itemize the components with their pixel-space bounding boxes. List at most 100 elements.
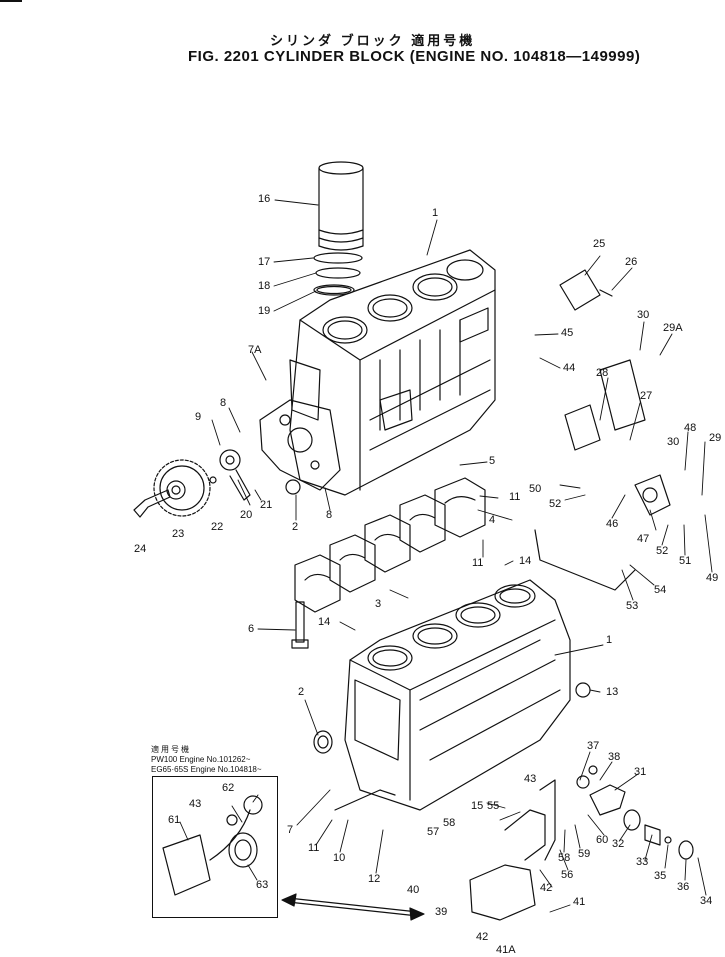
callout: 4 xyxy=(489,514,496,526)
callout: 20 xyxy=(240,509,253,521)
callout: 41 xyxy=(573,896,586,908)
callout: 58 xyxy=(443,817,456,829)
callout: 25 xyxy=(593,238,606,250)
inset-frame xyxy=(152,776,278,918)
callout: 13 xyxy=(606,686,619,698)
callout: 3 xyxy=(375,598,382,610)
dipstick-tube xyxy=(334,789,396,811)
corner-mark xyxy=(0,0,22,2)
cylinder-liner xyxy=(318,161,364,251)
drain-plugs xyxy=(623,809,694,860)
callout: 27 xyxy=(640,390,653,402)
callout: 63 xyxy=(256,879,269,891)
callout: 14 xyxy=(519,555,532,567)
oil-seal xyxy=(313,730,333,754)
callout: 24 xyxy=(134,543,147,555)
callout: 31 xyxy=(634,766,647,778)
callout: 8 xyxy=(326,509,333,521)
callout: 9 xyxy=(195,411,202,423)
callout: 62 xyxy=(222,782,235,794)
callout: 38 xyxy=(608,751,621,763)
japanese-title: シリンダ ブロック 適用号機 xyxy=(270,33,476,48)
oil-pressure-switch xyxy=(576,765,626,816)
callout: 41A xyxy=(496,944,516,956)
callout: 61 xyxy=(168,814,181,826)
callout: 47 xyxy=(637,533,650,545)
callout: 51 xyxy=(679,555,692,567)
callout: 12 xyxy=(368,873,381,885)
callout: 8 xyxy=(220,397,227,409)
gear-bolt xyxy=(133,489,171,518)
callout: 39 xyxy=(435,906,448,918)
thermostat-housing xyxy=(634,474,671,516)
callout: 58 xyxy=(558,852,571,864)
main-bearing-caps xyxy=(294,477,486,613)
applicability-line-2: EG65·65S Engine No.104818~ xyxy=(151,765,262,774)
callout: 36 xyxy=(677,881,690,893)
callout: 11 xyxy=(472,557,484,569)
callout: 28 xyxy=(596,367,609,379)
callout: 15 xyxy=(471,800,484,812)
callout: 35 xyxy=(654,870,667,882)
callout: 57 xyxy=(427,826,440,838)
callout: 2 xyxy=(292,521,299,533)
callout: 7 xyxy=(287,824,294,836)
callout: 29A xyxy=(663,322,683,334)
callout: 48 xyxy=(684,422,697,434)
callout: 59 xyxy=(578,848,591,860)
leader-lines xyxy=(179,199,713,913)
idler-shaft xyxy=(209,449,301,501)
callout: 30 xyxy=(667,436,680,448)
callout: 34 xyxy=(700,895,713,907)
upper-cylinder-block xyxy=(289,249,496,496)
callout: 1 xyxy=(606,634,613,646)
callout: 6 xyxy=(248,623,255,635)
liner-rings xyxy=(313,252,363,296)
callout: 42 xyxy=(540,882,553,894)
callout: 16 xyxy=(258,193,271,205)
callout: 10 xyxy=(333,852,346,864)
side-cover-plate xyxy=(559,269,613,311)
front-gear-case xyxy=(259,399,341,491)
callout: 23 xyxy=(172,528,185,540)
callout: 2 xyxy=(298,686,305,698)
callout: 52 xyxy=(549,498,562,510)
callout: 17 xyxy=(258,256,271,268)
callout: 37 xyxy=(587,740,600,752)
callout: 50 xyxy=(529,483,542,495)
callout: 30 xyxy=(637,309,650,321)
callout: 55 xyxy=(487,800,500,812)
callout: 29 xyxy=(709,432,722,444)
callout: 44 xyxy=(563,362,576,374)
callout: 19 xyxy=(258,305,271,317)
callout: 46 xyxy=(606,518,619,530)
callout: 14 xyxy=(318,616,331,628)
cap-bolt xyxy=(291,601,309,649)
callout: 56 xyxy=(561,869,574,881)
callout: 60 xyxy=(596,834,609,846)
applicability-line-1: PW100 Engine No.101262~ xyxy=(151,755,251,764)
callout: 11 xyxy=(509,491,521,503)
callout: 49 xyxy=(706,572,719,584)
coolant-pipe-bracket xyxy=(469,779,556,921)
applicability-heading: 適用号機 xyxy=(151,745,191,754)
callout: 40 xyxy=(407,884,420,896)
callout: 21 xyxy=(260,499,273,511)
callout: 26 xyxy=(625,256,638,268)
inset-pipe-drawing xyxy=(162,795,263,896)
callout: 54 xyxy=(654,584,667,596)
callout: 7A xyxy=(248,344,262,356)
reference-arrow xyxy=(281,893,425,921)
callout: 22 xyxy=(211,521,224,533)
callout: 45 xyxy=(561,327,574,339)
callout: 11 xyxy=(308,842,320,854)
callout: 52 xyxy=(656,545,669,557)
lower-cylinder-block xyxy=(344,579,591,811)
callout: 43 xyxy=(189,798,202,810)
breather-pipe xyxy=(534,529,636,591)
callout: 43 xyxy=(524,773,537,785)
callout: 5 xyxy=(489,455,496,467)
